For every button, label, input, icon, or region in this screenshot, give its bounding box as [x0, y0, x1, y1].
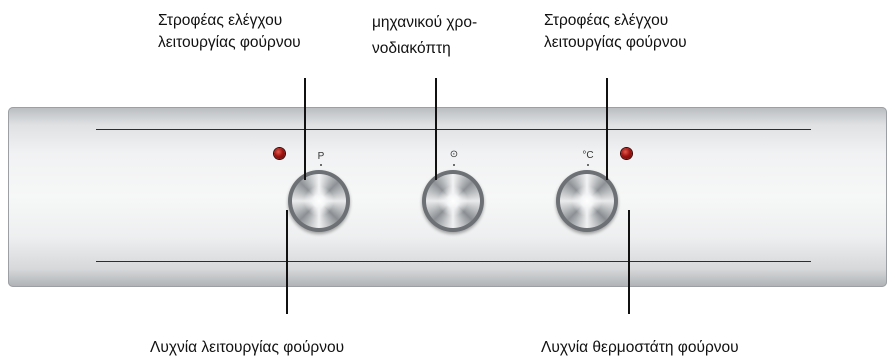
timer-knob-leader-line [435, 78, 437, 180]
thermostat-lamp-leader-line [628, 210, 630, 314]
thermostat-lamp-label: Λυχνία θερμοστάτη φούρνου [541, 339, 739, 356]
oven-lamp-label: Λυχνία λειτουργίας φούρνου [150, 339, 345, 356]
timer-knob-label-line2: νοδιακόπτη [372, 40, 451, 57]
timer-symbol-dot [453, 164, 455, 166]
function-knob[interactable] [288, 170, 350, 232]
oven-lamp-leader-line [286, 210, 288, 314]
left-knob-leader-line [304, 78, 306, 180]
panel-top-trim-line [96, 129, 811, 130]
right-knob-leader-line [606, 78, 608, 180]
timer-knob-label: μηχανικού χρο- νοδιακόπτη [372, 10, 477, 62]
timer-knob-label-line1: μηχανικού χρο- [372, 14, 478, 31]
function-symbol-dot [320, 164, 322, 166]
timer-symbol-icon: ⊙ [449, 149, 459, 160]
thermostat-symbol-icon: °C [582, 150, 594, 161]
right-knob-label-line1: Στροφέας ελέγχου [544, 12, 669, 29]
right-knob-label: Στροφέας ελέγχου λειτουργίας φούρνου [544, 10, 687, 54]
left-knob-label: Στροφέας ελέγχου λειτουργίας φούρνου [158, 10, 301, 54]
thermostat-symbol-dot [587, 164, 589, 166]
panel-bottom-trim-line [96, 261, 811, 262]
thermostat-lamp [621, 148, 632, 159]
function-symbol-icon: P [317, 151, 325, 162]
thermostat-knob[interactable] [556, 170, 618, 232]
right-knob-label-line2: λειτουργίας φούρνου [544, 34, 687, 51]
left-knob-label-line2: λειτουργίας φούρνου [158, 34, 301, 51]
oven-operation-lamp [274, 148, 285, 159]
timer-knob[interactable] [422, 170, 484, 232]
left-knob-label-line1: Στροφέας ελέγχου [158, 12, 283, 29]
